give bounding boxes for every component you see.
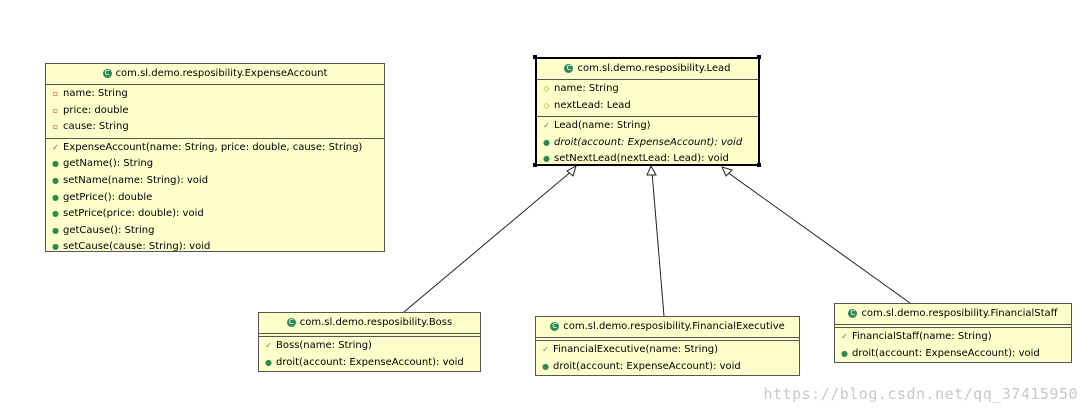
- class-icon: C: [564, 63, 574, 73]
- selection-handle[interactable]: [533, 163, 537, 167]
- constructor-icon: ✓: [543, 121, 550, 131]
- public-method-icon: ●: [52, 192, 59, 202]
- method-row[interactable]: ✓Boss(name: String): [259, 338, 480, 355]
- financial-executive-generalization-arrow: [646, 164, 657, 176]
- method-row[interactable]: ●setNextLead(nextLead: Lead): void: [537, 151, 758, 168]
- package-field-icon: ◇: [543, 84, 550, 93]
- attribute-row[interactable]: ▫price: double: [46, 103, 384, 120]
- public-method-icon: ●: [265, 357, 272, 367]
- watermark: https://blog.csdn.net/qq_37415950: [763, 385, 1078, 403]
- method-row[interactable]: ●setPrice(price: double): void: [46, 206, 384, 223]
- method-row[interactable]: ●droit(account: ExpenseAccount): void: [835, 346, 1071, 363]
- boss-generalization-arrow: [566, 164, 577, 177]
- method-row[interactable]: ✓FinancialExecutive(name: String): [536, 342, 799, 359]
- class-name: com.sl.demo.resposibility.Boss: [299, 317, 453, 328]
- class-icon: C: [848, 308, 858, 318]
- attribute-row[interactable]: ▫cause: String: [46, 119, 384, 136]
- public-method-icon: ●: [52, 159, 59, 169]
- attributes-section: ▫name: String ▫price: double ▫cause: Str…: [46, 85, 384, 139]
- boss-generalization-line: [403, 169, 574, 313]
- attribute-row[interactable]: ◇nextLead: Lead: [537, 98, 758, 115]
- attributes-section: [536, 338, 799, 341]
- method-row[interactable]: ✓Lead(name: String): [537, 118, 758, 135]
- public-method-icon: ●: [52, 209, 59, 219]
- methods-section: ✓ExpenseAccount(name: String, price: dou…: [46, 139, 384, 258]
- attributes-section: ◇name: String ◇nextLead: Lead: [537, 80, 758, 118]
- constructor-icon: ✓: [841, 332, 848, 341]
- abstract-method-icon: ●: [543, 137, 550, 147]
- method-row[interactable]: ✓ExpenseAccount(name: String, price: dou…: [46, 140, 384, 157]
- public-method-icon: ●: [52, 242, 59, 252]
- selection-handle[interactable]: [757, 55, 761, 59]
- constructor-icon: ✓: [542, 345, 549, 354]
- methods-section: ✓Lead(name: String) ●droit(account: Expe…: [537, 117, 758, 170]
- methods-section: ✓Boss(name: String) ●droit(account: Expe…: [259, 337, 480, 373]
- public-method-icon: ●: [543, 154, 550, 164]
- private-field-icon: ▫: [52, 105, 59, 115]
- method-row[interactable]: ●setName(name: String): void: [46, 173, 384, 190]
- attribute-row[interactable]: ◇name: String: [537, 81, 758, 98]
- package-field-icon: ◇: [543, 100, 550, 110]
- class-name: com.sl.demo.resposibility.Lead: [577, 63, 731, 74]
- financial-staff-generalization-arrow: [721, 166, 733, 177]
- method-row[interactable]: ●setCause(cause: String): void: [46, 239, 384, 256]
- method-row[interactable]: ●getCause(): String: [46, 223, 384, 240]
- method-row[interactable]: ●droit(account: ExpenseAccount): void: [536, 359, 799, 376]
- public-method-icon: ●: [841, 348, 848, 358]
- method-row[interactable]: ●droit(account: ExpenseAccount): void: [537, 135, 758, 152]
- class-icon: C: [550, 321, 560, 331]
- class-name: com.sl.demo.resposibility.FinancialStaff: [861, 308, 1058, 319]
- methods-section: ✓FinancialExecutive(name: String) ●droit…: [536, 341, 799, 377]
- class-icon: C: [102, 68, 112, 78]
- method-row[interactable]: ✓FinancialStaff(name: String): [835, 329, 1071, 346]
- public-method-icon: ●: [52, 225, 59, 235]
- method-row[interactable]: ●droit(account: ExpenseAccount): void: [259, 355, 480, 372]
- private-field-icon: ▫: [52, 122, 59, 132]
- constructor-icon: ✓: [265, 341, 272, 350]
- class-name: com.sl.demo.resposibility.ExpenseAccount: [115, 68, 328, 79]
- financial-executive-generalization-line: [651, 171, 665, 317]
- method-row[interactable]: ●getName(): String: [46, 156, 384, 173]
- attribute-row[interactable]: ▫name: String: [46, 86, 384, 103]
- public-method-icon: ●: [52, 175, 59, 185]
- attributes-section: [835, 325, 1071, 328]
- class-name: com.sl.demo.resposibility.FinancialExecu…: [563, 321, 785, 332]
- attributes-section: [259, 334, 480, 337]
- public-method-icon: ●: [542, 361, 549, 371]
- selection-handle[interactable]: [757, 163, 761, 167]
- financial-staff-generalization-line: [726, 171, 911, 304]
- method-row[interactable]: ●getPrice(): double: [46, 190, 384, 207]
- selection-handle[interactable]: [533, 55, 537, 59]
- constructor-icon: ✓: [52, 142, 59, 152]
- methods-section: ✓FinancialStaff(name: String) ●droit(acc…: [835, 328, 1071, 364]
- class-icon: C: [286, 317, 296, 327]
- private-field-icon: ▫: [52, 89, 59, 98]
